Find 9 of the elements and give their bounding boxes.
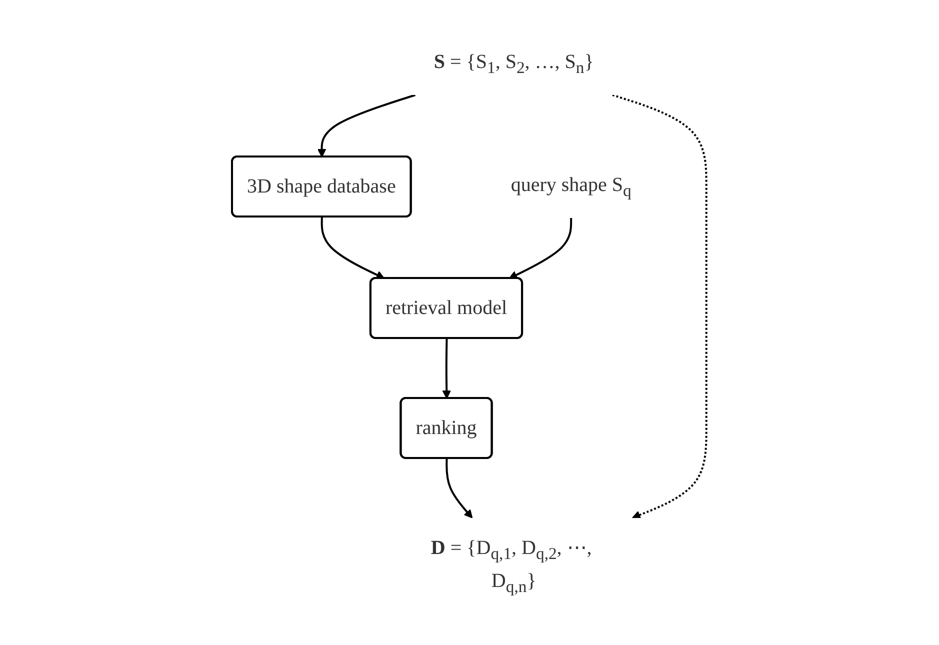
arrow	[442, 338, 452, 398]
arrow	[509, 218, 572, 278]
arrow	[318, 94, 416, 157]
arrow	[446, 458, 473, 518]
arrow	[612, 94, 708, 519]
node-text: D = {D$_{q,1}$, D$_{q,2}$, ⋯, D$_{q,n}$}	[431, 536, 592, 596]
arrow	[321, 216, 386, 278]
node-text: query shape S$_{q}$	[511, 174, 632, 200]
node-text: S = {S$_{1}$, S$_{2}$, …, S$_{n}$}	[434, 50, 594, 77]
